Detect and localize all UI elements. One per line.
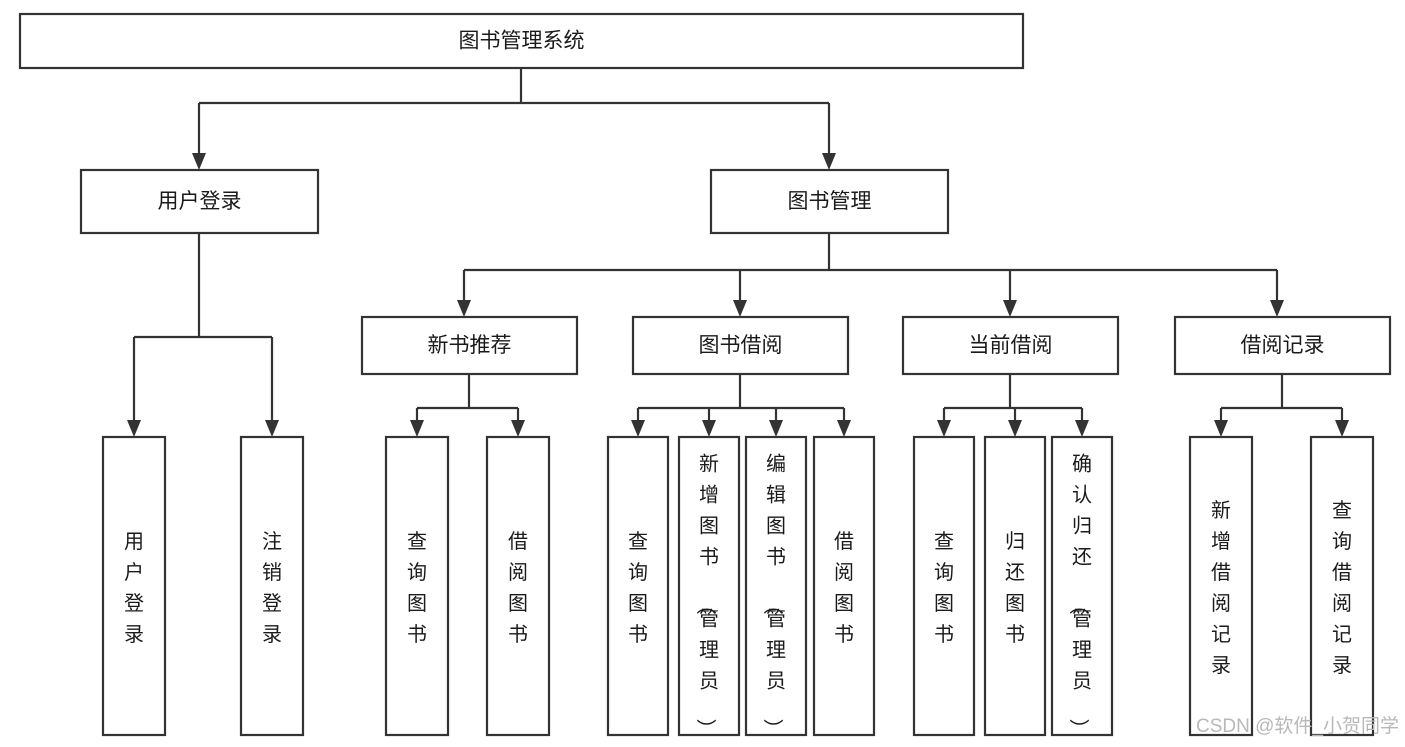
level3-node-current-borrow-box[interactable] (901, 315, 1120, 376)
level2-node-user-login-label: 用户登录 (158, 190, 242, 213)
arrow-head-icon (702, 420, 716, 437)
arrow-head-icon (127, 420, 141, 437)
leaf-node-leaf-return-book-label: 归还图书 (1005, 530, 1025, 646)
arrow-head-icon (769, 420, 783, 437)
arrow-head-icon (1335, 420, 1349, 437)
leaf-node-leaf-borrow-book-1-box[interactable] (485, 435, 551, 737)
leaf-node-leaf-edit-book-box[interactable] (744, 435, 808, 737)
level3-node-book-borrow-box[interactable] (631, 315, 850, 376)
arrow-head-icon (1008, 420, 1022, 437)
leaf-node-leaf-edit-book-label: 编辑图书（管理员） (761, 453, 786, 739)
leaf-node-leaf-logout-label: 注销登录 (262, 530, 282, 646)
arrow-head-icon (631, 420, 645, 437)
leaf-node-leaf-borrow-book-1-label: 借阅图书 (508, 530, 528, 646)
level2-node-book-management-box[interactable] (709, 168, 950, 235)
level3-node-current-borrow-label: 当前借阅 (969, 334, 1053, 357)
arrow-head-icon (1003, 300, 1017, 317)
leaf-node-leaf-add-record-label: 新增借阅记录 (1211, 499, 1231, 677)
arrow-head-icon (410, 420, 424, 437)
arrow-head-icon (511, 420, 525, 437)
arrow-head-icon (1075, 420, 1089, 437)
arrow-head-icon (457, 300, 471, 317)
leaf-node-leaf-add-book-box[interactable] (677, 435, 741, 737)
leaf-node-leaf-query-book-3-box[interactable] (912, 435, 976, 737)
level3-node-new-book-recommend-box[interactable] (360, 315, 579, 376)
leaf-node-leaf-user-login-box[interactable] (101, 435, 167, 737)
level2-node-book-management-label: 图书管理 (788, 190, 872, 213)
connector-layer (127, 68, 1349, 437)
arrow-head-icon (822, 153, 836, 170)
leaf-node-leaf-query-record-label: 查询借阅记录 (1332, 499, 1352, 677)
leaf-node-leaf-borrow-book-2-label: 借阅图书 (834, 530, 854, 646)
arrow-head-icon (837, 420, 851, 437)
leaf-node-leaf-query-book-3-label: 查询图书 (934, 530, 954, 646)
csdn-watermark: CSDN @软件_小贺同学 (1196, 715, 1399, 737)
level3-node-new-book-recommend-label: 新书推荐 (428, 334, 512, 357)
leaf-node-leaf-confirm-return-label: 确认归还（管理员） (1067, 453, 1092, 739)
arrow-head-icon (733, 300, 747, 317)
leaf-node-leaf-logout-box[interactable] (239, 435, 305, 737)
leaf-node-leaf-add-record-box[interactable] (1188, 435, 1254, 737)
leaf-node-leaf-query-book-2-label: 查询图书 (628, 530, 648, 646)
arrow-head-icon (265, 420, 279, 437)
leaf-node-leaf-add-book-label: 新增图书（管理员） (694, 453, 719, 739)
leaf-node-leaf-query-record-box[interactable] (1309, 435, 1375, 737)
arrow-head-icon (1214, 420, 1228, 437)
level2-node-user-login-box[interactable] (79, 168, 320, 235)
leaf-node-leaf-query-book-1-label: 查询图书 (407, 530, 427, 646)
arrow-head-icon (937, 420, 951, 437)
leaf-node-leaf-borrow-book-2-box[interactable] (812, 435, 876, 737)
leaf-node-leaf-query-book-2-box[interactable] (606, 435, 670, 737)
level3-node-book-borrow-label: 图书借阅 (699, 334, 783, 357)
level3-node-borrow-record-box[interactable] (1173, 315, 1392, 376)
root-node-label: 图书管理系统 (459, 30, 585, 53)
leaf-node-leaf-query-book-1-box[interactable] (384, 435, 450, 737)
arrow-head-icon (1270, 300, 1284, 317)
level3-node-borrow-record-label: 借阅记录 (1241, 334, 1325, 357)
root-node-box[interactable] (18, 12, 1025, 70)
leaf-node-leaf-return-book-box[interactable] (983, 435, 1047, 737)
node-layer: 图书管理系统用户登录图书管理新书推荐图书借阅当前借阅借阅记录用户登录注销登录查询… (18, 12, 1392, 739)
leaf-node-leaf-user-login-label: 用户登录 (124, 531, 144, 646)
arrow-head-icon (192, 153, 206, 170)
leaf-node-leaf-confirm-return-box[interactable] (1050, 435, 1114, 737)
